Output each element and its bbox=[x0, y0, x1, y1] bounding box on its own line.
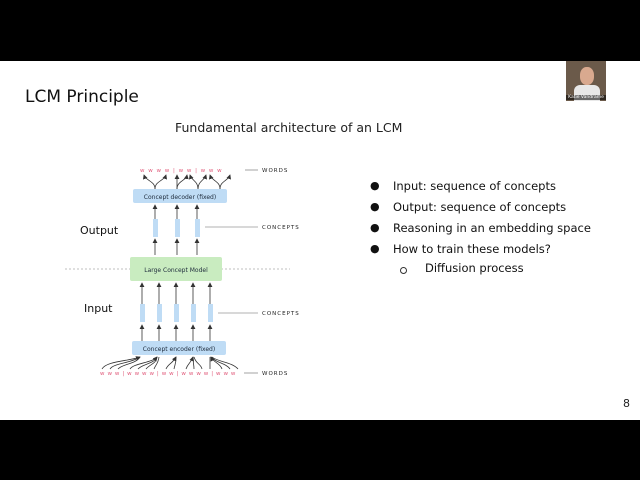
sub-bullet-circle-icon bbox=[400, 267, 407, 274]
concept-encoder-box bbox=[132, 341, 226, 355]
slide: LCM Principle Fundamental architecture o… bbox=[0, 61, 640, 420]
bullet-item: ● Output: sequence of concepts bbox=[368, 199, 591, 220]
bullet-dot-icon: ● bbox=[370, 242, 380, 255]
sub-bullet-text: Diffusion process bbox=[425, 261, 524, 275]
bullet-item: ● How to train these models? bbox=[368, 241, 591, 262]
bullet-dot-icon: ● bbox=[370, 221, 380, 234]
large-concept-model-box bbox=[130, 257, 222, 281]
bullet-text: Output: sequence of concepts bbox=[393, 200, 567, 214]
large-concept-model-label: Large Concept Model bbox=[144, 267, 208, 274]
bullet-text: How to train these models? bbox=[393, 242, 551, 256]
input-concept-vectors bbox=[140, 304, 213, 322]
output-concept-arrows bbox=[152, 204, 200, 255]
bullet-text: Reasoning in an embedding space bbox=[393, 221, 591, 235]
input-concept-arrows bbox=[139, 282, 213, 341]
words-bottom-label: WORDS bbox=[262, 371, 288, 377]
decoder-output-arrows bbox=[142, 174, 232, 190]
concepts-bottom-label: CONCEPTS bbox=[262, 311, 300, 317]
presenter-name: Katie Vandrame bbox=[566, 95, 606, 100]
words-top-label: WORDS bbox=[262, 168, 288, 174]
concepts-top-label: CONCEPTS bbox=[262, 225, 300, 231]
output-concept-vectors bbox=[153, 219, 200, 237]
encoder-input-arrows bbox=[101, 356, 239, 370]
bullet-dot-icon: ● bbox=[370, 200, 380, 213]
lcm-architecture-diagram: w w w w | w w | w w w WORDS Concept deco… bbox=[65, 168, 300, 377]
page-number: 8 bbox=[623, 397, 630, 410]
bullet-item: ● Input: sequence of concepts bbox=[368, 178, 591, 199]
bullet-item: ● Reasoning in an embedding space bbox=[368, 220, 591, 241]
sub-bullet-item: Diffusion process bbox=[400, 261, 524, 275]
bottom-word-tokens: w w w | w w w w | w w | w w w w | w w w bbox=[100, 371, 236, 377]
input-label: Input bbox=[84, 302, 113, 315]
webcam-thumbnail: Katie Vandrame bbox=[566, 61, 606, 101]
top-word-tokens: w w w w | w w | w w w bbox=[140, 168, 223, 174]
concept-encoder-label: Concept encoder (fixed) bbox=[143, 346, 215, 353]
bullet-list: ● Input: sequence of concepts ● Output: se… bbox=[368, 178, 591, 262]
concept-decoder-label: Concept decoder (fixed) bbox=[144, 194, 216, 201]
concept-decoder-box bbox=[133, 189, 227, 203]
output-label: Output bbox=[80, 224, 119, 237]
diagram-subtitle: Fundamental architecture of an LCM bbox=[175, 120, 403, 135]
slide-title: LCM Principle bbox=[25, 87, 139, 107]
bullet-dot-icon: ● bbox=[370, 179, 380, 192]
bullet-text: Input: sequence of concepts bbox=[393, 179, 556, 193]
presenter-head bbox=[580, 67, 594, 85]
